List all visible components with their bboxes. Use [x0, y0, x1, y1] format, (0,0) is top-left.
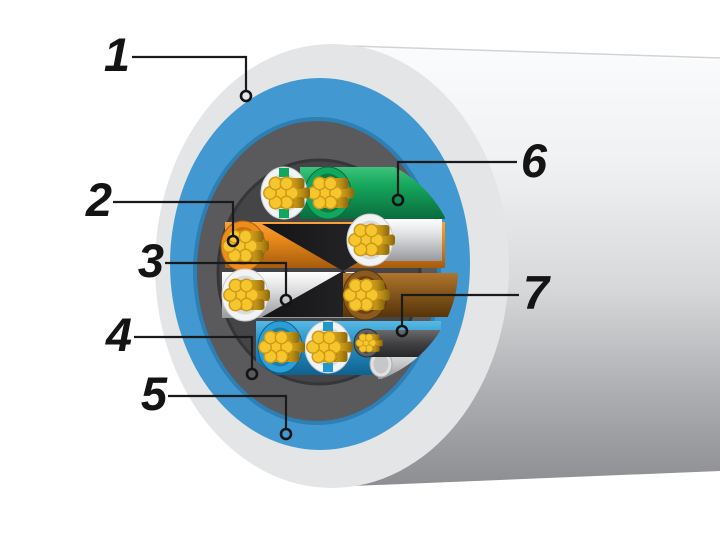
- pair-green: [260, 166, 445, 220]
- callout-3: 3: [138, 234, 293, 307]
- wire-white-orange-right: [346, 213, 442, 267]
- callout-4: 4: [105, 308, 259, 381]
- copper-strands: [263, 176, 311, 210]
- callout-5-marker: [279, 427, 293, 441]
- copper-strands: [355, 333, 384, 353]
- callout-3-marker: [279, 293, 293, 307]
- callout-2-marker: [226, 234, 240, 248]
- green-stripe-mark: [279, 209, 289, 218]
- copper-strands: [307, 176, 355, 210]
- blue-stripe-mark: [323, 322, 333, 331]
- callout-5: 5: [141, 367, 293, 441]
- blue-stripe-mark: [323, 363, 333, 372]
- callout-2-number: 2: [85, 173, 112, 226]
- green-stripe-mark: [279, 168, 289, 177]
- callout-4-number: 4: [105, 308, 132, 361]
- body-top-edge: [351, 45, 720, 59]
- callout-6: 6: [391, 134, 548, 207]
- callout-7-number: 7: [523, 266, 551, 319]
- callout-6-marker: [391, 193, 405, 207]
- core-contents: [220, 166, 458, 379]
- callout-4-marker: [245, 367, 259, 381]
- callout-6-number: 6: [521, 134, 548, 187]
- copper-strands: [343, 278, 391, 312]
- callout-1-number: 1: [104, 28, 130, 81]
- callout-2: 2: [85, 173, 240, 248]
- callout-7: 7: [395, 266, 551, 338]
- callout-1: 1: [104, 28, 253, 103]
- copper-strands: [348, 223, 396, 257]
- callout-3-number: 3: [138, 234, 164, 287]
- copper-strands: [223, 278, 271, 312]
- copper-strands: [306, 330, 354, 364]
- callout-7-marker: [395, 324, 409, 338]
- copper-strands: [258, 330, 306, 364]
- wire-white-orange-left: [221, 268, 271, 322]
- callout-5-number: 5: [141, 367, 168, 420]
- callout-1-marker: [239, 89, 253, 103]
